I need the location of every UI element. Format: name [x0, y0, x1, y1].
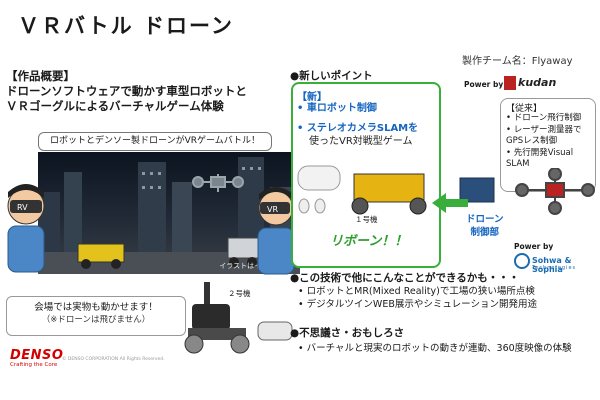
denso-tagline: Crafting the Core [10, 362, 58, 368]
drone-control-line1: ドローン [466, 214, 504, 225]
overview-desc-line2: ＶＲゴーグルによるバーチャルゲーム体験 [6, 99, 224, 113]
robot2-label: ２号機 [228, 289, 251, 298]
drone-control-label: ドローン 制御部 [466, 213, 504, 239]
battle-callout: ロボットとデンソー製ドローンがVRゲームバトル！ [38, 132, 272, 151]
controller-icon [298, 198, 310, 214]
new-point-stereo-slam: • ステレオカメラSLAMを 使ったVR対戦型ゲーム [297, 122, 437, 148]
drone-icon [192, 174, 244, 192]
new-point-stereo-slam-line1: • ステレオカメラSLAMを [297, 123, 419, 134]
legacy-features-list: • ドローン飛行制御 • レーザー測量器で GPSレス制御 • 先行開発Visu… [506, 113, 594, 171]
kudan-logo-mark [504, 76, 516, 90]
overview-desc-line1: ドローンソフトウェアで動かす車型ロボットと [6, 84, 247, 98]
exhibit-note-line1: 会場では実物も動かせます！ [34, 302, 158, 313]
vr-goggles-and-robot-photo [297, 165, 427, 215]
robot2-photo [184, 282, 293, 354]
controller-icon [314, 198, 326, 214]
sohwa-logo-sub: Technologies [532, 265, 577, 271]
drone-icon [515, 168, 595, 215]
denso-logo: DENSO [10, 348, 64, 363]
arrow-left-icon [432, 193, 468, 213]
wonder-heading: ●不思議さ・おもしろさ [290, 327, 405, 339]
legacy-item: • 先行開発Visual [506, 147, 574, 158]
new-tag: 【新】 [297, 92, 327, 103]
slide-title: ＶＲバトル ドローン [18, 14, 234, 38]
legacy-item: • レーザー測量器で [506, 124, 582, 135]
legacy-tag: 【従来】 [506, 104, 543, 114]
exhibit-note-line2: （※ドローンは飛びません） [41, 315, 151, 325]
yellow-robot-icon [77, 243, 125, 269]
blaster-robot-icon [227, 237, 259, 267]
sohwa-logo-mark [514, 253, 530, 269]
svg-text:VR: VR [267, 205, 278, 214]
new-points-heading: ●新しいポイント [290, 70, 373, 82]
copyright-text: © DENSO CORPORATION All Rights Reserved. [62, 357, 165, 362]
vr-player-left-illustration: RV [7, 184, 45, 273]
reborn-text: リボーン！！ [330, 234, 408, 249]
new-point-car-robot: • 車ロボット制御 [297, 103, 377, 114]
robot1-icon [353, 173, 425, 203]
robot1-label: １号機 [355, 215, 378, 224]
legacy-item: SLAM [506, 159, 530, 169]
legacy-item: GPSレス制御 [506, 136, 558, 146]
capabilities-heading: ●この技術で他にこんなことができるかも・・・ [290, 272, 520, 284]
new-point-stereo-slam-line2: 使ったVR対戦型ゲーム [309, 136, 413, 147]
power-by-label: Power by [464, 80, 504, 89]
drone-control-line2: 制御部 [470, 227, 500, 238]
legacy-features-box [500, 98, 596, 192]
overview-description: ドローンソフトウェアで動かす車型ロボットと ＶＲゴーグルによるバーチャルゲーム体… [6, 84, 306, 114]
capability-item: • デジタルツインWEB展示やシミュレーション開発用途 [298, 299, 537, 310]
team-name: 製作チーム名：Flyaway [462, 56, 573, 67]
svg-text:RV: RV [17, 203, 28, 212]
gamepad-icon [257, 321, 293, 341]
wonder-item: • バーチャルと現実のロボットの動きが連動、360度映像の体験 [298, 343, 572, 354]
control-board-icon [459, 177, 495, 203]
sohwa-logo: Sohwa & Sophia [532, 256, 572, 274]
capability-item: • ロボットとMR(Mixed Reality)で工場の狭い場所点検 [298, 286, 535, 297]
vr-headset-icon [297, 165, 341, 191]
exhibit-note-bubble: 会場では実物も動かせます！ （※ドローンは飛びません） [6, 296, 186, 336]
drone-hardware-photo [459, 168, 595, 215]
legacy-item: • ドローン飛行制御 [506, 113, 582, 123]
power-by-label-2: Power by [514, 242, 554, 251]
overview-heading: 【作品概要】 [6, 69, 75, 83]
kudan-logo: kudan [518, 76, 557, 89]
vr-player-right-illustration: VR [257, 187, 295, 275]
